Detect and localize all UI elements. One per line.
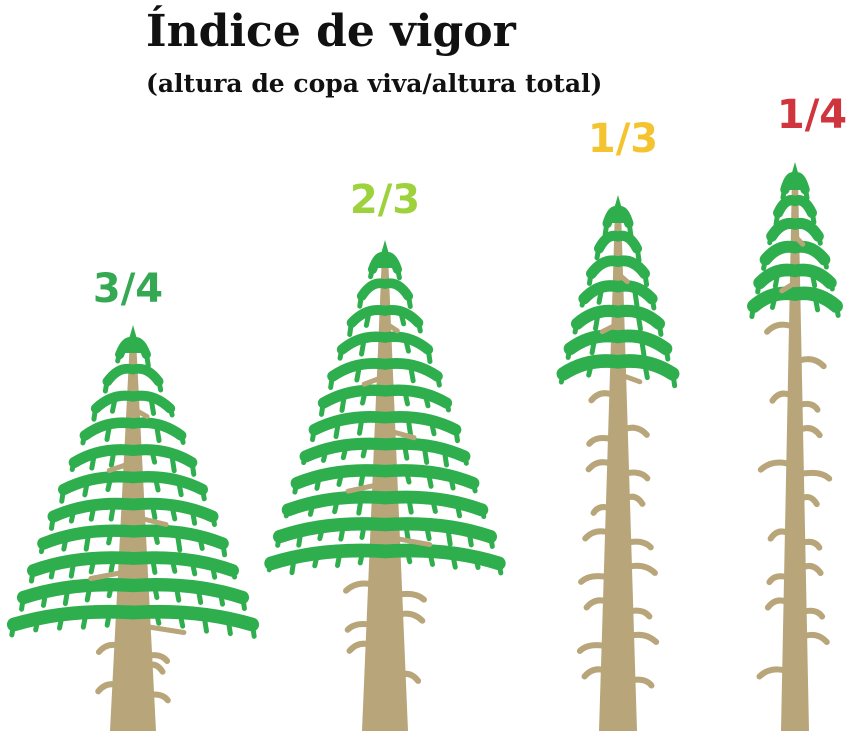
- live-crown: [556, 195, 680, 389]
- trunk: [781, 176, 809, 731]
- figure-subtitle: (altura de copa viva/altura total): [146, 69, 603, 98]
- dead-branches: [756, 321, 833, 680]
- tree-2: [264, 240, 506, 731]
- live-crown: [264, 240, 506, 576]
- ratio-label-3: 1/3: [588, 116, 658, 162]
- ratio-label-4: 1/4: [777, 92, 847, 138]
- tree-4: [747, 162, 843, 731]
- figure-title: Índice de vigor: [146, 6, 516, 57]
- dead-branches: [343, 580, 427, 684]
- tree-1: [6, 325, 260, 731]
- live-crown: [747, 162, 843, 320]
- live-crown: [6, 325, 260, 639]
- tree-3: [556, 195, 680, 731]
- ratio-label-2: 2/3: [350, 177, 420, 223]
- ratio-label-1: 3/4: [93, 266, 163, 312]
- dead-branches: [576, 390, 660, 689]
- dead-branches: [95, 641, 171, 704]
